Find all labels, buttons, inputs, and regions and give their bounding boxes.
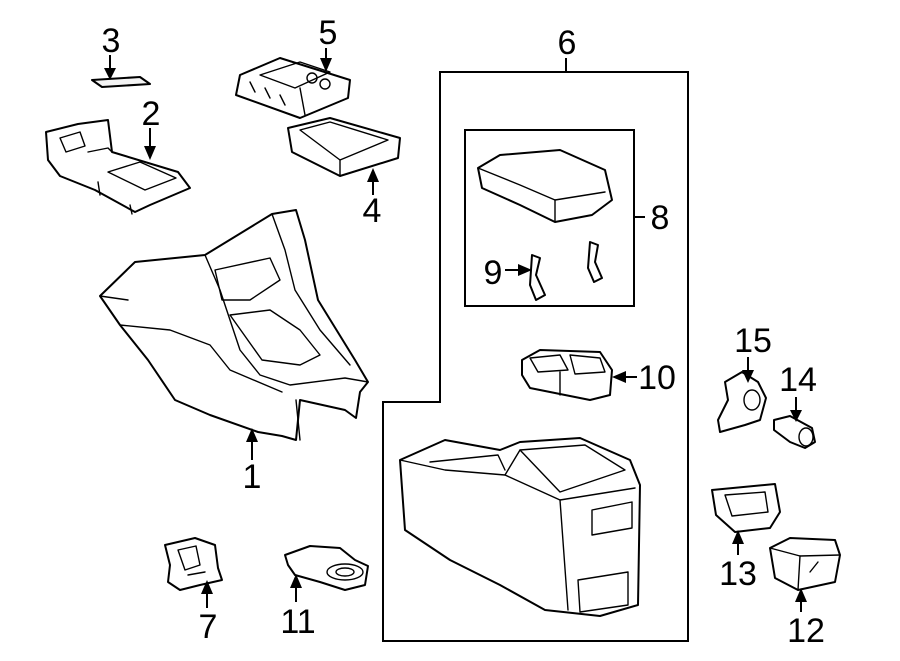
part-14-outlet: [773, 415, 816, 449]
part-4-tray: [287, 117, 401, 177]
callout-7: 7: [199, 608, 218, 646]
part-8-armrest-lid: [477, 149, 613, 223]
part-13-bezel: [711, 483, 781, 533]
callout-5: 5: [319, 14, 338, 52]
part-5-bracket: [235, 57, 351, 119]
part-2-shift-panel: [45, 119, 191, 215]
part-1-console-body: [99, 209, 369, 441]
part-7-bracket: [164, 537, 223, 591]
part-9-hinge: [529, 241, 603, 301]
callout-1: 1: [243, 458, 262, 496]
part-10-cup-holder: [521, 349, 613, 401]
callout-14: 14: [779, 361, 817, 399]
part-6-console-assembly: [399, 437, 641, 617]
part-12-ashtray: [769, 537, 841, 591]
callout-9: 9: [484, 254, 503, 292]
callout-numbers: 1 2 3 4 5 6 7 8 9 10 11 12 13 14 15: [102, 14, 825, 650]
callout-8: 8: [651, 199, 670, 237]
assembly-6-frame: [382, 71, 689, 642]
callout-12: 12: [787, 612, 825, 650]
callout-11: 11: [280, 603, 315, 641]
callout-3: 3: [102, 22, 121, 60]
callout-13: 13: [719, 555, 757, 593]
callout-4: 4: [363, 192, 382, 230]
part-15-socket-bracket: [717, 371, 767, 433]
leader-lines: [104, 48, 807, 612]
callout-15: 15: [734, 322, 772, 360]
part-11-cup-holder: [284, 545, 369, 591]
part-3-label: [91, 76, 151, 88]
callout-6: 6: [558, 24, 577, 62]
callout-2: 2: [142, 95, 161, 133]
callout-10: 10: [638, 359, 676, 397]
